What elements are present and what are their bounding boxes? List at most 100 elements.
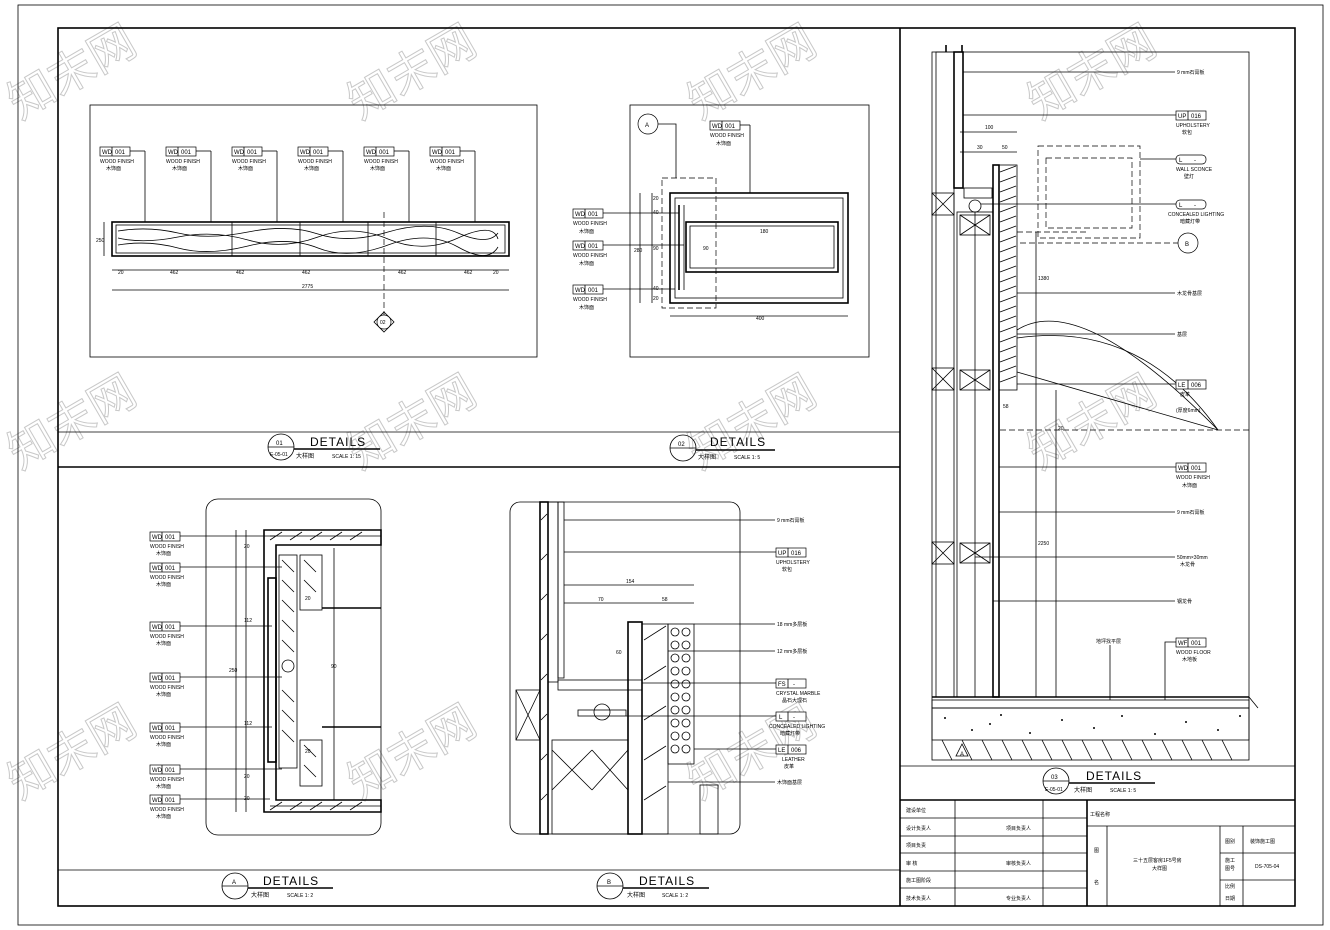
concealed-light	[968, 199, 982, 213]
svg-text:SCALE 1: 2: SCALE 1: 2	[287, 893, 313, 899]
dim-label: 20	[1058, 426, 1064, 432]
callout-boundary	[661, 177, 717, 309]
svg-text:016: 016	[791, 551, 802, 557]
svg-text:001: 001	[588, 288, 599, 294]
svg-text:大样图: 大样图	[251, 891, 269, 899]
svg-text:木饰面: 木饰面	[156, 581, 171, 588]
svg-text:暗藏灯带: 暗藏灯带	[1180, 218, 1200, 225]
svg-text:001: 001	[165, 726, 176, 732]
section-b-marker	[1177, 232, 1199, 254]
dim-label: 280	[634, 248, 643, 254]
svg-text:WF: WF	[1178, 641, 1188, 647]
svg-text:大样图: 大样图	[627, 891, 645, 899]
wall-board-top	[953, 51, 964, 189]
svg-text:木饰面: 木饰面	[238, 165, 253, 172]
dim-label: 154	[626, 579, 635, 585]
svg-text:木饰面: 木饰面	[156, 783, 171, 790]
section-marker	[373, 311, 395, 333]
svg-text:-: -	[1194, 203, 1196, 209]
svg-text:UP: UP	[1178, 114, 1186, 120]
dim-height: 250	[96, 238, 105, 244]
svg-text:001: 001	[313, 150, 324, 156]
svg-text:大样图: 大样图	[698, 453, 716, 461]
svg-text:WOOD FINISH: WOOD FINISH	[150, 777, 184, 783]
svg-text:-: -	[793, 682, 795, 688]
dim-label: 1380	[1038, 276, 1049, 282]
dim-label: 20	[244, 544, 250, 550]
note-label: 50mm×30mm	[1177, 555, 1208, 561]
svg-text:B: B	[607, 880, 611, 886]
cabinet-section-outline	[263, 529, 382, 813]
tb-side: 名	[1094, 879, 1099, 886]
svg-text:001: 001	[165, 625, 176, 631]
svg-text:WD: WD	[152, 535, 163, 541]
wall-board	[539, 501, 549, 835]
svg-text:L: L	[1179, 203, 1183, 209]
tb-label: 审 核	[906, 860, 917, 867]
note-label: 木饰面基层	[777, 779, 802, 786]
svg-text:CRYSTAL MARBLE: CRYSTAL MARBLE	[776, 691, 821, 697]
tb-label: 项目负责	[906, 842, 926, 849]
wood-panel-elevation	[111, 221, 510, 257]
dim-label: 58	[662, 597, 668, 603]
tb-value: 审核负责人	[1006, 860, 1031, 867]
title-detail-01: 01 E-05-01 DETAILS 大样图 SCALE 1: 15	[267, 433, 380, 461]
leather-hatch	[999, 165, 1017, 383]
dim-label: 58	[1003, 404, 1009, 410]
svg-text:WD: WD	[102, 150, 113, 156]
tb-label: 施工图阶段	[906, 877, 931, 884]
title-block: 建设单位 设计负责人 项目负责 审 核 施工图阶段 技术负责人 项目负责人 审核…	[900, 800, 1295, 906]
svg-text:UPHOLSTERY: UPHOLSTERY	[776, 560, 810, 566]
watermark: 知末网	[339, 364, 486, 480]
svg-text:LE: LE	[778, 748, 785, 754]
svg-text:皮革: 皮革	[784, 763, 794, 770]
svg-text:001: 001	[445, 150, 456, 156]
svg-text:DETAILS: DETAILS	[639, 874, 695, 888]
svg-text:WOOD FINISH: WOOD FINISH	[573, 297, 607, 303]
svg-text:WOOD FINISH: WOOD FINISH	[150, 544, 184, 550]
dim-label: 30	[977, 145, 983, 151]
dim-label: 100	[985, 125, 994, 131]
svg-text:木饰面: 木饰面	[579, 260, 594, 267]
swing-arc	[1016, 320, 1219, 431]
svg-text:WD: WD	[168, 150, 179, 156]
board-layer	[641, 623, 669, 835]
svg-text:WD: WD	[152, 625, 163, 631]
wood-panel-inner	[115, 224, 506, 254]
note-label: 9 mm石膏板	[1177, 509, 1205, 516]
light-fixture	[593, 703, 611, 721]
leather-padding	[667, 623, 695, 765]
svg-text:WD: WD	[575, 244, 586, 250]
detail-03-viewport	[931, 51, 1250, 761]
callout-a-label: A	[645, 123, 649, 129]
dim-total: 250	[229, 668, 238, 674]
wall-box-cross	[931, 367, 955, 391]
watermark: 知末网	[0, 364, 145, 480]
note-label: 木龙骨	[1180, 561, 1195, 568]
wall-box	[931, 367, 955, 391]
svg-text:WOOD FINISH: WOOD FINISH	[166, 159, 200, 165]
tb-label: 日期	[1225, 896, 1235, 902]
dim-label: 112	[244, 721, 252, 727]
note-label: 基层	[1177, 331, 1187, 338]
upper-rail	[299, 554, 323, 611]
cabinet-section-veneer	[270, 535, 381, 807]
handle-section	[281, 659, 295, 673]
svg-text:WOOD FINISH: WOOD FINISH	[573, 221, 607, 227]
svg-text:006: 006	[1191, 383, 1202, 389]
svg-text:大样图: 大样图	[296, 452, 314, 460]
svg-text:WOOD FINISH: WOOD FINISH	[150, 634, 184, 640]
